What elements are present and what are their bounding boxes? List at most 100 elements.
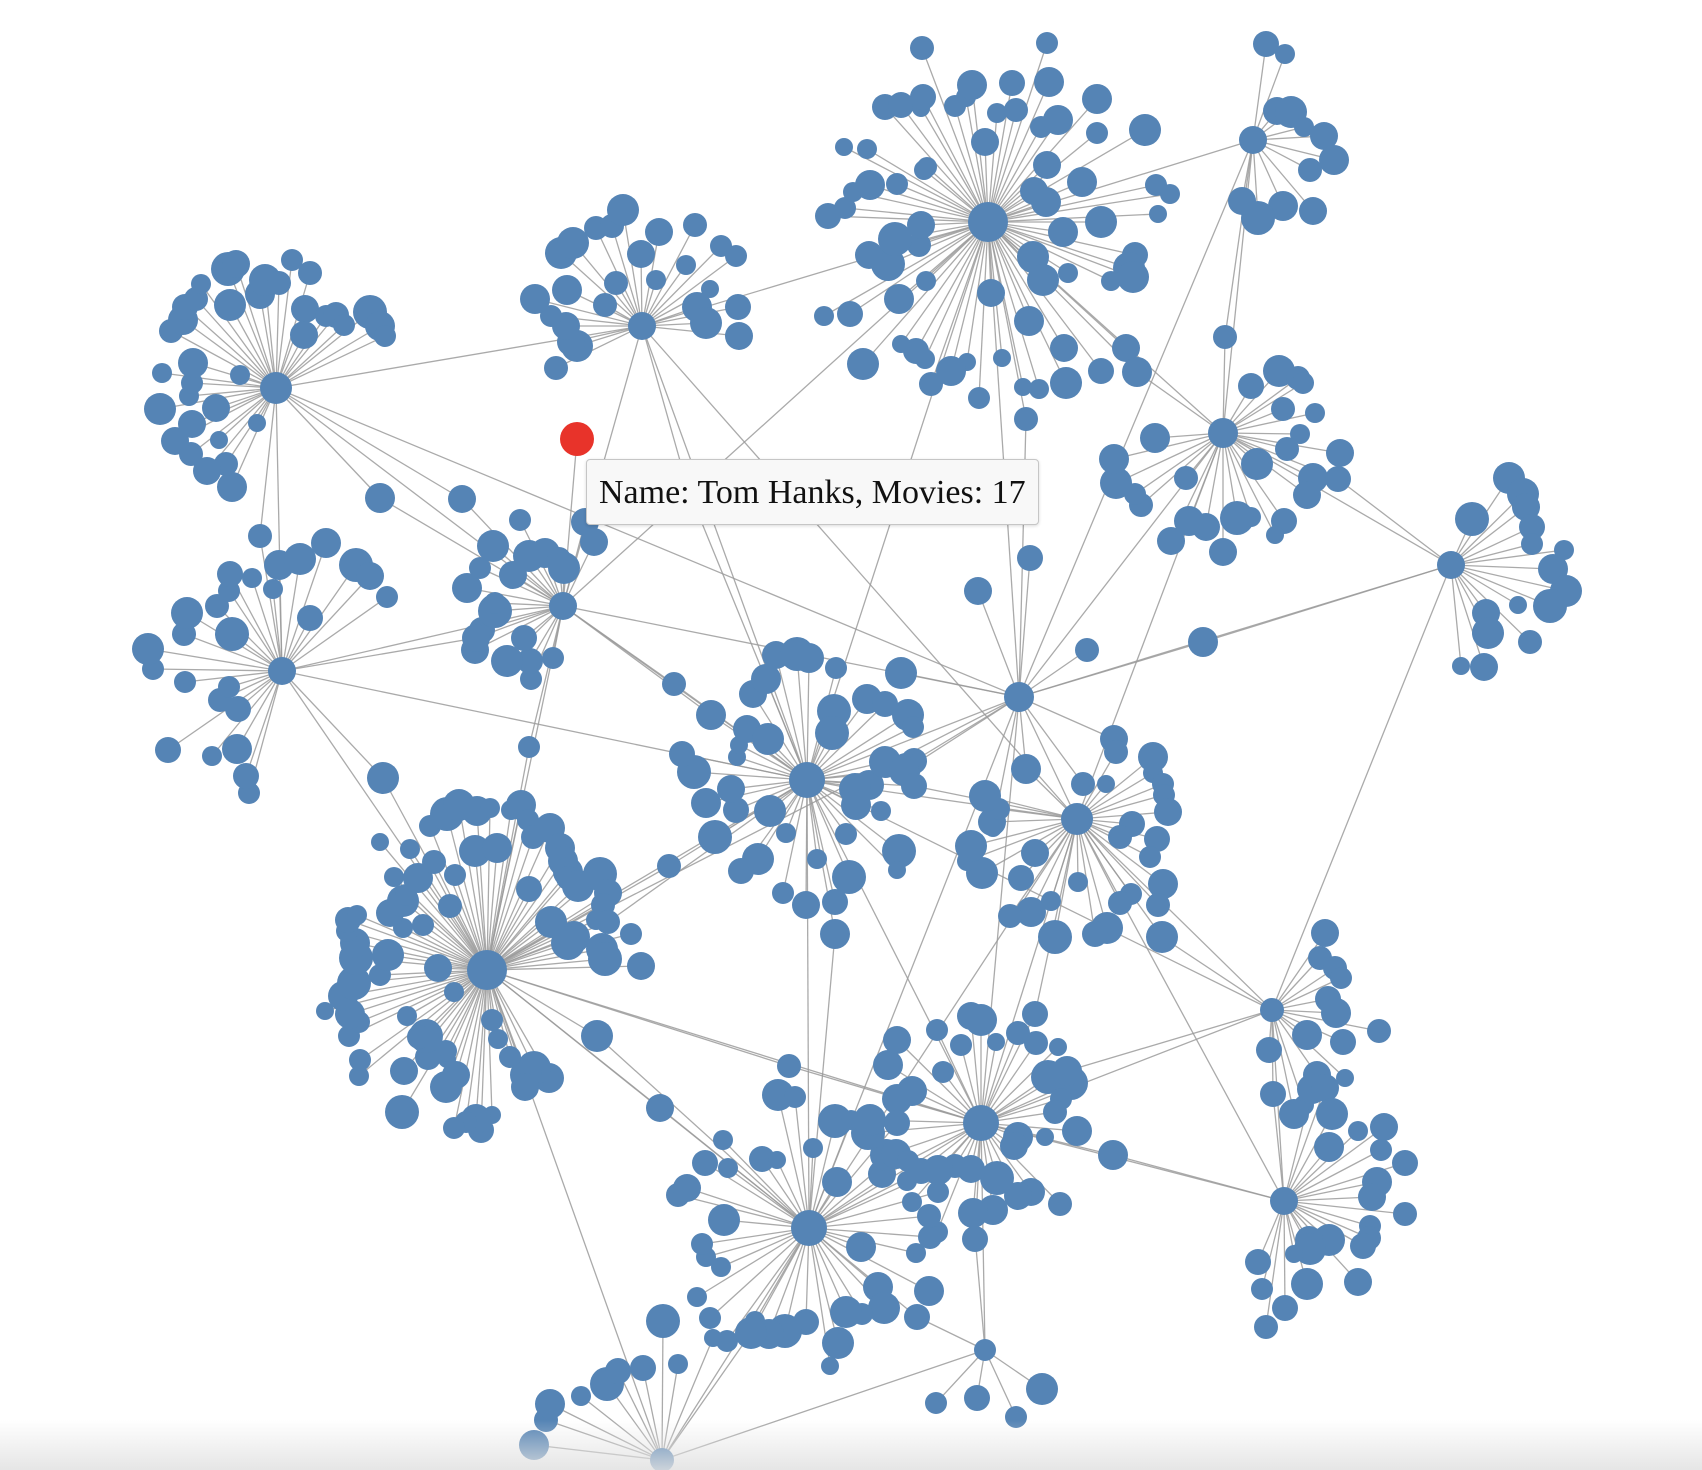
hub-node[interactable] bbox=[549, 592, 577, 620]
graph-node[interactable] bbox=[1455, 502, 1489, 536]
graph-node[interactable] bbox=[1097, 775, 1115, 793]
graph-node[interactable] bbox=[1370, 1113, 1398, 1141]
graph-node[interactable] bbox=[1228, 187, 1256, 215]
graph-node[interactable] bbox=[403, 863, 433, 893]
graph-node[interactable] bbox=[969, 780, 1001, 812]
graph-node[interactable] bbox=[841, 1110, 861, 1130]
graph-node[interactable] bbox=[1358, 1183, 1386, 1211]
graph-node[interactable] bbox=[518, 736, 540, 758]
graph-node[interactable] bbox=[914, 1276, 944, 1306]
graph-node[interactable] bbox=[1122, 357, 1152, 387]
graph-node[interactable] bbox=[1075, 638, 1099, 662]
graph-node[interactable] bbox=[868, 1292, 900, 1324]
graph-node[interactable] bbox=[772, 882, 794, 904]
graph-node[interactable] bbox=[910, 36, 934, 60]
graph-node[interactable] bbox=[777, 1054, 801, 1078]
graph-node[interactable] bbox=[349, 1066, 369, 1086]
graph-node[interactable] bbox=[794, 643, 824, 673]
graph-node[interactable] bbox=[687, 1287, 707, 1307]
graph-node[interactable] bbox=[438, 894, 462, 918]
graph-node[interactable] bbox=[1038, 920, 1072, 954]
graph-node[interactable] bbox=[424, 954, 452, 982]
hub-node[interactable] bbox=[1437, 551, 1465, 579]
graph-node[interactable] bbox=[825, 657, 847, 679]
graph-node[interactable] bbox=[214, 289, 246, 321]
graph-node[interactable] bbox=[535, 1389, 565, 1419]
graph-node[interactable] bbox=[968, 387, 990, 409]
graph-node[interactable] bbox=[511, 625, 537, 651]
graph-node[interactable] bbox=[906, 1243, 926, 1263]
graph-node[interactable] bbox=[646, 1304, 680, 1338]
graph-node[interactable] bbox=[820, 919, 850, 949]
graph-node[interactable] bbox=[571, 1386, 591, 1406]
graph-node[interactable] bbox=[372, 939, 404, 971]
graph-node[interactable] bbox=[725, 322, 753, 350]
graph-node[interactable] bbox=[430, 1071, 462, 1103]
graph-node[interactable] bbox=[1188, 627, 1218, 657]
graph-node[interactable] bbox=[919, 372, 943, 396]
graph-node[interactable] bbox=[987, 103, 1007, 123]
graph-node[interactable] bbox=[932, 1061, 954, 1083]
graph-node[interactable] bbox=[704, 1329, 722, 1347]
graph-node[interactable] bbox=[835, 138, 853, 156]
graph-node[interactable] bbox=[155, 737, 181, 763]
graph-node[interactable] bbox=[814, 306, 834, 326]
graph-node[interactable] bbox=[1098, 1140, 1128, 1170]
graph-node[interactable] bbox=[291, 295, 319, 323]
graph-node[interactable] bbox=[1311, 1074, 1339, 1102]
graph-node[interactable] bbox=[371, 833, 389, 851]
graph-node[interactable] bbox=[882, 834, 916, 868]
graph-node[interactable] bbox=[462, 624, 490, 652]
graph-node[interactable] bbox=[646, 1094, 674, 1122]
graph-node[interactable] bbox=[957, 70, 987, 100]
graph-node[interactable] bbox=[902, 1192, 922, 1212]
graph-node[interactable] bbox=[1014, 407, 1038, 431]
graph-node[interactable] bbox=[1298, 158, 1322, 182]
graph-node[interactable] bbox=[964, 577, 992, 605]
graph-node[interactable] bbox=[267, 271, 291, 295]
graph-node[interactable] bbox=[390, 1057, 418, 1085]
graph-node[interactable] bbox=[718, 1158, 738, 1178]
graph-node[interactable] bbox=[855, 170, 885, 200]
graph-node[interactable] bbox=[1050, 367, 1082, 399]
graph-node[interactable] bbox=[1085, 206, 1117, 238]
graph-node[interactable] bbox=[1253, 31, 1279, 57]
graph-node[interactable] bbox=[161, 427, 189, 455]
graph-node[interactable] bbox=[1392, 1150, 1418, 1176]
graph-node[interactable] bbox=[1470, 653, 1498, 681]
graph-node[interactable] bbox=[1062, 1116, 1092, 1146]
graph-node[interactable] bbox=[1041, 891, 1061, 911]
graph-node[interactable] bbox=[699, 1307, 721, 1329]
graph-node[interactable] bbox=[517, 648, 543, 674]
graph-node[interactable] bbox=[290, 321, 318, 349]
graph-node[interactable] bbox=[607, 194, 639, 226]
graph-node[interactable] bbox=[193, 457, 221, 485]
graph-node[interactable] bbox=[1034, 67, 1064, 97]
graph-node[interactable] bbox=[717, 775, 745, 803]
graph-node[interactable] bbox=[1154, 798, 1182, 826]
graph-node[interactable] bbox=[1160, 184, 1180, 204]
graph-node[interactable] bbox=[936, 356, 966, 386]
graph-nodes[interactable] bbox=[132, 31, 1582, 1470]
graph-node[interactable] bbox=[855, 241, 883, 269]
graph-node[interactable] bbox=[871, 801, 891, 821]
graph-node[interactable] bbox=[484, 592, 506, 614]
graph-node[interactable] bbox=[1082, 84, 1112, 114]
graph-node[interactable] bbox=[1008, 865, 1034, 891]
graph-node[interactable] bbox=[980, 1161, 1014, 1195]
graph-node[interactable] bbox=[657, 854, 681, 878]
graph-node[interactable] bbox=[1279, 1099, 1309, 1129]
graph-node[interactable] bbox=[400, 839, 420, 859]
graph-node[interactable] bbox=[242, 568, 262, 588]
graph-node[interactable] bbox=[520, 284, 550, 314]
graph-node[interactable] bbox=[281, 249, 303, 271]
graph-node[interactable] bbox=[1272, 1295, 1298, 1321]
graph-node[interactable] bbox=[480, 798, 500, 818]
highlighted-node[interactable] bbox=[560, 422, 594, 456]
graph-node[interactable] bbox=[1251, 1278, 1273, 1300]
graph-node[interactable] bbox=[349, 1049, 371, 1071]
graph-node[interactable] bbox=[552, 275, 582, 305]
graph-node[interactable] bbox=[886, 173, 908, 195]
graph-node[interactable] bbox=[821, 1357, 839, 1375]
graph-node[interactable] bbox=[1024, 1031, 1048, 1055]
